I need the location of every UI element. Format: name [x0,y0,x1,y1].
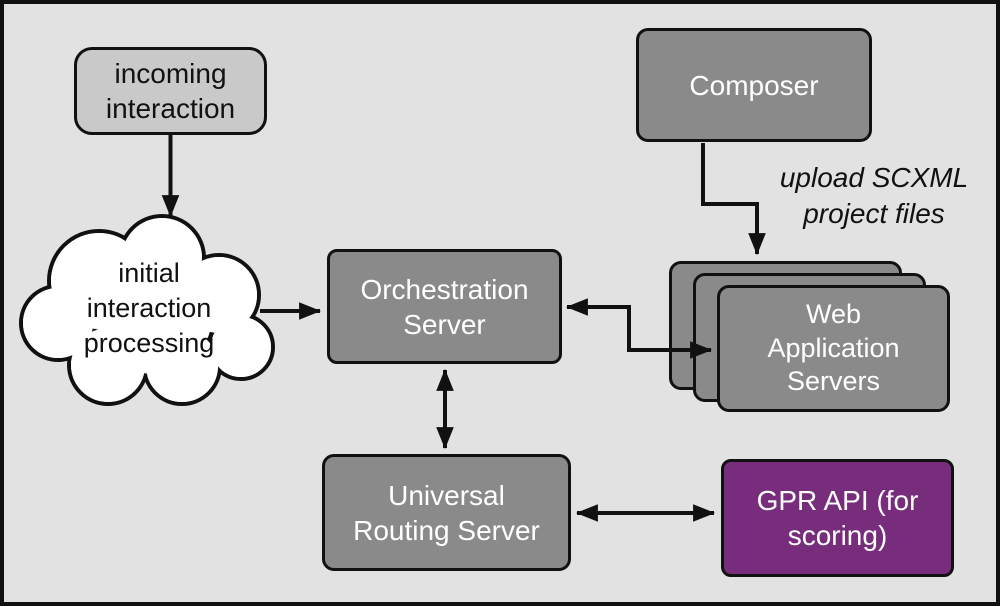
node-web-application-servers-label: Web Application Servers [767,298,900,397]
node-orchestration-server: Orchestration Server [327,249,562,364]
node-gpr-api: GPR API (for scoring) [721,459,954,577]
node-universal-routing-server-label: Universal Routing Server [353,479,540,546]
node-incoming-interaction-label: incoming interaction [105,58,236,124]
node-composer: Composer [636,28,872,142]
node-initial-processing-cloud-label: initial interaction processing [83,258,215,359]
node-incoming-interaction: incoming interaction [74,47,267,135]
node-orchestration-server-label: Orchestration Server [360,273,529,340]
node-composer-label: Composer [689,69,819,101]
arrow-composer-to-web-apps [701,143,766,256]
upload-scxml-edge-label: upload SCXML project files [779,162,969,230]
node-gpr-api-label: GPR API (for scoring) [756,485,919,551]
node-web-application-servers: Web Application Servers [717,285,950,412]
node-universal-routing-server: Universal Routing Server [322,454,571,571]
